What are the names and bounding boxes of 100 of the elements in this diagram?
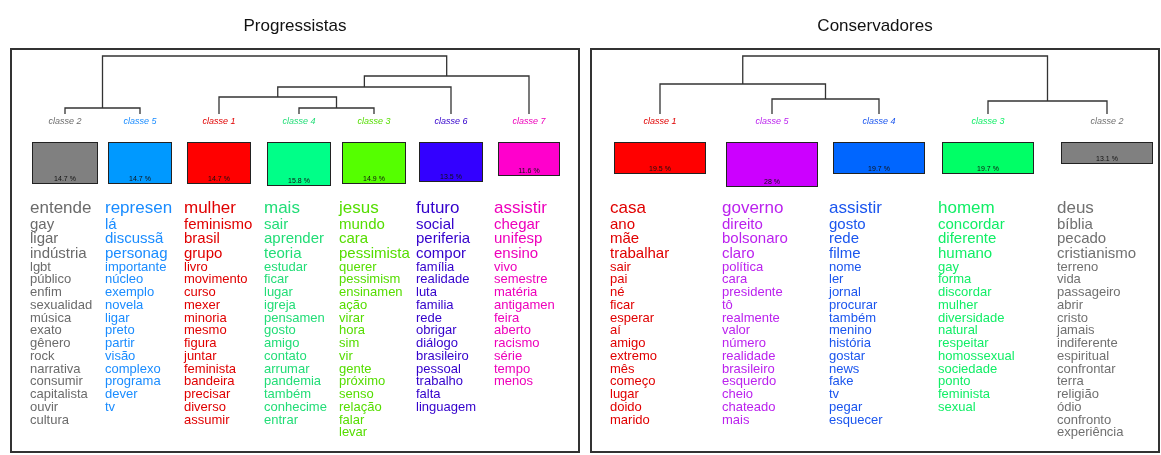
word-label: aprender — [264, 231, 325, 247]
panel-heading: Conservadores — [817, 16, 933, 36]
word-label: fake — [829, 375, 854, 389]
bar — [32, 142, 98, 184]
word-label: gente — [339, 362, 372, 376]
word-label: cristianismo — [1057, 246, 1137, 261]
word-label: extremo — [610, 349, 657, 363]
word-label: mundo — [339, 216, 385, 232]
word-label: jesus — [339, 200, 379, 217]
bar — [614, 142, 706, 174]
word-label: brasileiro — [722, 362, 775, 376]
word-label: discussã — [105, 231, 164, 247]
word-label: lugar — [610, 388, 639, 401]
bar — [419, 142, 483, 182]
word-label: confronto — [1057, 413, 1112, 427]
word-label: gay — [938, 260, 959, 274]
word-label: deus — [1057, 200, 1094, 217]
word-label: exato — [30, 324, 62, 338]
word-label: ligar — [105, 311, 130, 325]
word-label: passageiro — [1057, 286, 1121, 299]
word-label: tv — [829, 388, 840, 401]
bar — [187, 142, 251, 184]
word-label: realidade — [722, 349, 776, 363]
word-label: novela — [105, 298, 144, 312]
word-label: entrar — [264, 413, 298, 427]
word-label: forma — [938, 273, 972, 287]
word-label: feira — [494, 311, 520, 325]
word-label: pessimism — [339, 273, 401, 287]
word-label: amigo — [610, 337, 646, 350]
word-label: ação — [339, 298, 368, 312]
word-label: consumir — [30, 375, 83, 389]
word-label: público — [30, 273, 72, 287]
word-label: começo — [610, 375, 656, 389]
word-label: bandeira — [184, 375, 235, 389]
word-label: complexo — [105, 362, 161, 376]
word-label: brasil — [184, 231, 220, 247]
class-label: classe 2 — [1090, 116, 1124, 126]
word-label: gosto — [829, 216, 866, 232]
word-label: curso — [184, 286, 216, 299]
word-label: bíblia — [1057, 216, 1093, 232]
word-label: esperar — [610, 311, 655, 325]
panel-heading: Progressistas — [243, 16, 347, 36]
word-label: arrumar — [264, 362, 310, 376]
word-label: importante — [105, 260, 167, 274]
word-label: tempo — [494, 362, 531, 376]
word-label: familia — [416, 298, 454, 312]
word-label: diverso — [184, 400, 226, 414]
word-label: feminista — [938, 388, 991, 401]
word-label: menino — [829, 324, 872, 338]
word-label: cara — [722, 273, 748, 287]
word-label: discordar — [938, 286, 992, 299]
word-label: news — [829, 362, 860, 376]
word-label: pensamen — [264, 311, 325, 325]
word-label: procurar — [829, 298, 878, 312]
word-label: casa — [610, 200, 646, 217]
word-label: homossexual — [938, 349, 1015, 363]
word-label: também — [264, 388, 311, 401]
word-label: figura — [184, 337, 217, 350]
word-label: preto — [105, 324, 135, 338]
word-label: diversidade — [938, 311, 1005, 325]
word-label: mais — [722, 413, 750, 427]
word-label: núcleo — [105, 273, 144, 287]
word-label: relação — [339, 400, 382, 414]
word-label: estudar — [264, 260, 308, 274]
word-label: próximo — [339, 375, 386, 389]
word-label: religião — [1057, 388, 1099, 401]
word-label: ensinamen — [339, 286, 403, 299]
word-label: realidade — [416, 273, 470, 287]
word-label: trabalho — [416, 375, 463, 389]
word-label: virar — [339, 311, 365, 325]
class-label: classe 7 — [512, 116, 546, 126]
word-label: lugar — [264, 286, 293, 299]
bar — [498, 142, 560, 176]
word-label: história — [829, 337, 871, 350]
word-label: respeitar — [938, 337, 989, 350]
word-label: social — [416, 216, 455, 232]
word-label: mexer — [184, 298, 221, 312]
word-label: lá — [105, 216, 117, 232]
word-label: governo — [722, 200, 784, 217]
word-label: doido — [610, 400, 642, 414]
word-label: feminismo — [184, 216, 253, 232]
word-label: tv — [105, 400, 116, 414]
word-label: pegar — [829, 400, 863, 414]
word-label: abrir — [1057, 298, 1083, 312]
word-label: sociedade — [938, 362, 998, 376]
word-label: visão — [105, 349, 136, 363]
word-label: racismo — [494, 337, 540, 350]
word-label: sexualidad — [30, 298, 93, 312]
word-label: mãe — [610, 231, 640, 247]
word-label: programa — [105, 375, 161, 389]
word-label: natural — [938, 324, 978, 338]
word-label: filme — [829, 246, 861, 261]
bar — [267, 142, 331, 186]
word-label: ler — [829, 273, 844, 287]
word-label: falar — [339, 413, 365, 427]
word-label: querer — [339, 260, 377, 274]
word-label: narrativa — [30, 362, 81, 376]
word-label: diferente — [938, 231, 997, 247]
word-label: cultura — [30, 413, 70, 427]
word-label: mais — [264, 200, 300, 217]
